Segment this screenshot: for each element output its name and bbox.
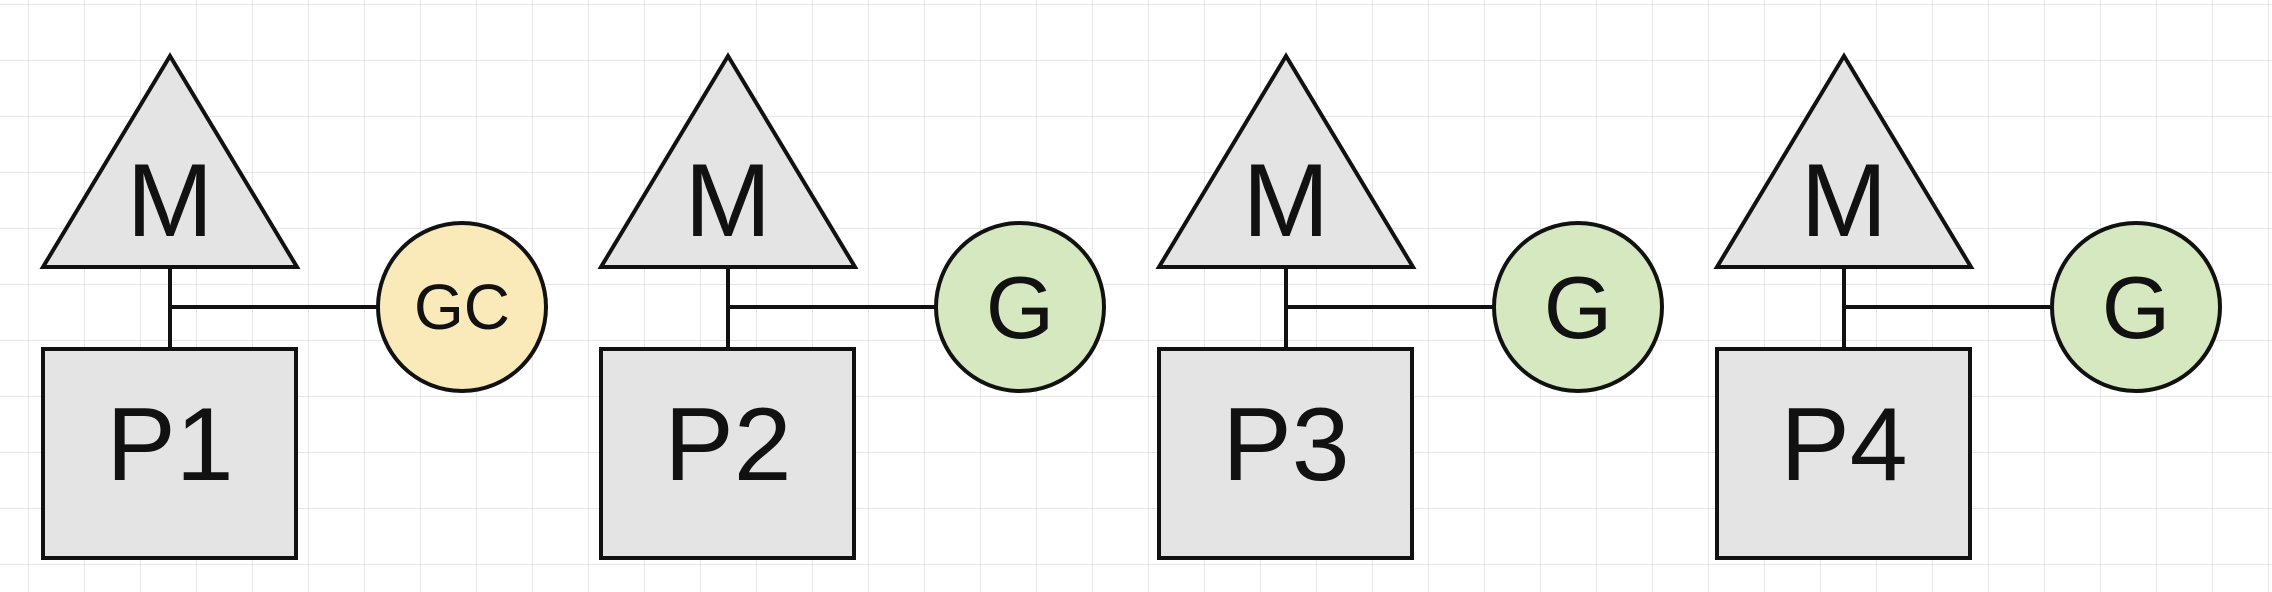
processor-label: P2 bbox=[664, 387, 791, 503]
processor-box bbox=[599, 347, 856, 560]
machine-triangle bbox=[597, 52, 859, 269]
processor-box bbox=[1715, 347, 1972, 560]
goroutine-circle bbox=[934, 221, 1106, 393]
processor-box bbox=[41, 347, 298, 560]
processor-box bbox=[1157, 347, 1414, 560]
goroutine-label: G bbox=[2102, 258, 2170, 357]
processor-label: P1 bbox=[106, 387, 233, 503]
machine-label: M bbox=[1801, 143, 1888, 259]
goroutine-label: GC bbox=[414, 271, 510, 343]
machine-label: M bbox=[1243, 143, 1330, 259]
unit-4: M P4 G bbox=[1713, 52, 2222, 560]
goroutine-label: G bbox=[986, 258, 1054, 357]
machine-label: M bbox=[127, 143, 214, 259]
unit-1: M P1 GC bbox=[39, 52, 548, 560]
goroutine-circle bbox=[376, 221, 548, 393]
unit-3: M P3 G bbox=[1155, 52, 1664, 560]
goroutine-circle bbox=[1492, 221, 1664, 393]
processor-label: P3 bbox=[1222, 387, 1349, 503]
processor-label: P4 bbox=[1780, 387, 1907, 503]
machine-label: M bbox=[685, 143, 772, 259]
goroutine-circle bbox=[2050, 221, 2222, 393]
goroutine-label: G bbox=[1544, 258, 1612, 357]
machine-triangle bbox=[39, 52, 301, 269]
unit-2: M P2 G bbox=[597, 52, 1106, 560]
machine-triangle bbox=[1713, 52, 1975, 269]
machine-triangle bbox=[1155, 52, 1417, 269]
